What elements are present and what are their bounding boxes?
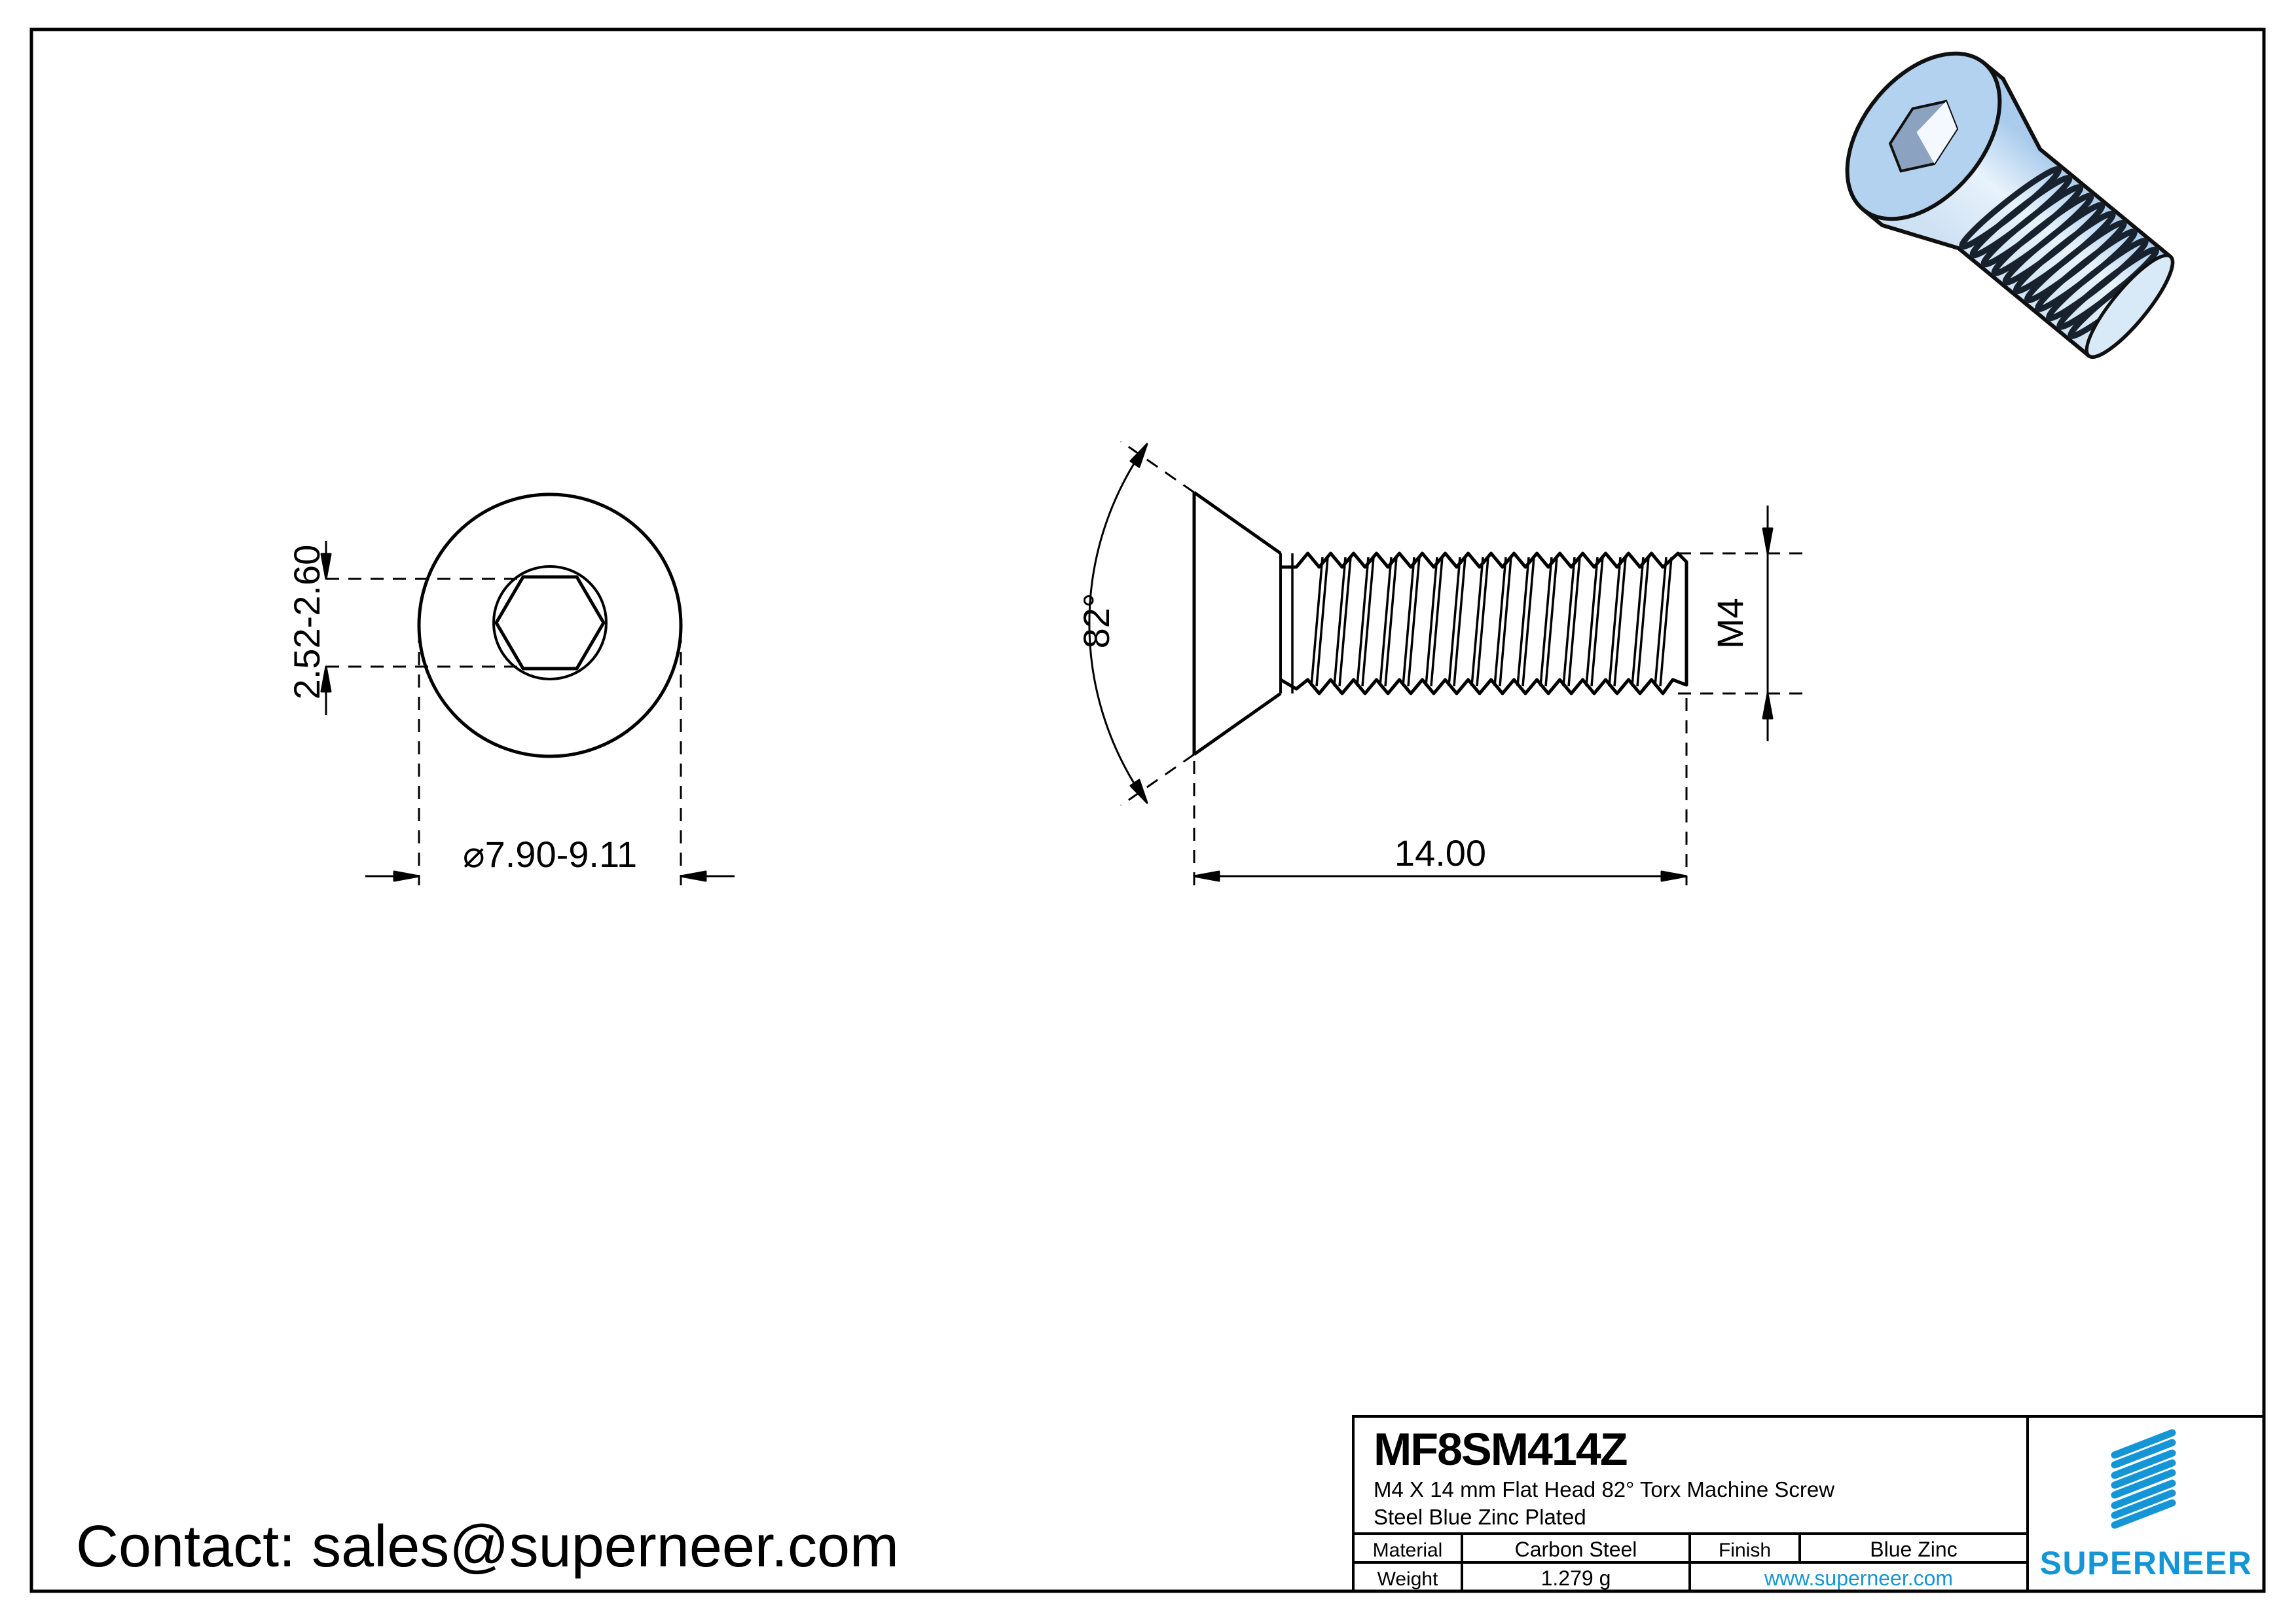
head-diameter-dimension — [365, 630, 735, 885]
screw-head-profile — [1192, 490, 1294, 756]
superneer-logo-icon — [2111, 1429, 2176, 1529]
arrowhead-down — [1762, 527, 1774, 555]
material-label: Material — [1373, 1540, 1443, 1561]
length-dim-label: 14.00 — [1394, 832, 1486, 874]
hex-socket — [494, 575, 606, 671]
thread-size-dim-label: M4 — [1709, 598, 1751, 649]
front-view: 2.52-2.60 ⌀7.90-9.11 — [286, 492, 735, 885]
socket-depth-dimension — [320, 541, 524, 715]
arrowhead-left — [680, 870, 707, 882]
weight-value: 1.279 g — [1541, 1566, 1611, 1590]
screw-3d-render — [1845, 51, 2175, 359]
description-line-1: M4 X 14 mm Flat Head 82° Torx Machine Sc… — [1374, 1477, 1834, 1502]
screw-3d-socket-highlight — [1916, 101, 1957, 164]
website-link[interactable]: www.superneer.com — [1764, 1566, 1953, 1590]
superneer-wordmark: SUPERNEER — [2040, 1545, 2253, 1581]
finish-value: Blue Zinc — [1870, 1538, 1957, 1561]
screw-3d-threads — [1959, 166, 2171, 339]
part-number: MF8SM414Z — [1374, 1424, 1627, 1475]
description-line-2: Steel Blue Zinc Plated — [1374, 1505, 1586, 1529]
thread-size-dimension — [1678, 506, 1811, 741]
arrowhead-right — [1660, 870, 1688, 882]
page-border — [29, 28, 2266, 1593]
thread-helix-lines — [1310, 557, 1673, 687]
contact-line: Contact: sales@superneer.com — [76, 1514, 899, 1579]
arrowhead-up — [1762, 692, 1774, 720]
socket-circle — [492, 565, 608, 680]
length-dimension — [1193, 698, 1688, 885]
arrowhead-left — [1193, 870, 1220, 882]
arrowhead-up — [320, 665, 332, 693]
head-angle-dim-label: 82° — [1076, 593, 1117, 649]
side-view: 82° M4 14.00 — [1076, 440, 1811, 885]
weight-label: Weight — [1377, 1568, 1438, 1590]
finish-label: Finish — [1719, 1540, 1771, 1561]
thread-profile-outline — [1279, 551, 1688, 695]
head-diameter-dim-label: ⌀7.90-9.11 — [463, 834, 637, 875]
material-value: Carbon Steel — [1515, 1538, 1637, 1561]
title-block-border — [1352, 1415, 2265, 1593]
head-angle-dimension — [1088, 440, 1195, 807]
head-outline-circle — [417, 492, 683, 758]
screw-3d-tip — [2085, 253, 2174, 359]
socket-depth-dim-label: 2.52-2.60 — [286, 545, 327, 700]
arrowhead-right — [393, 870, 420, 882]
arrowhead-arc-top — [1129, 443, 1148, 468]
arrowhead-down — [320, 553, 332, 580]
arrowhead-arc-bottom — [1129, 779, 1148, 804]
title-block — [1352, 1415, 2265, 1593]
